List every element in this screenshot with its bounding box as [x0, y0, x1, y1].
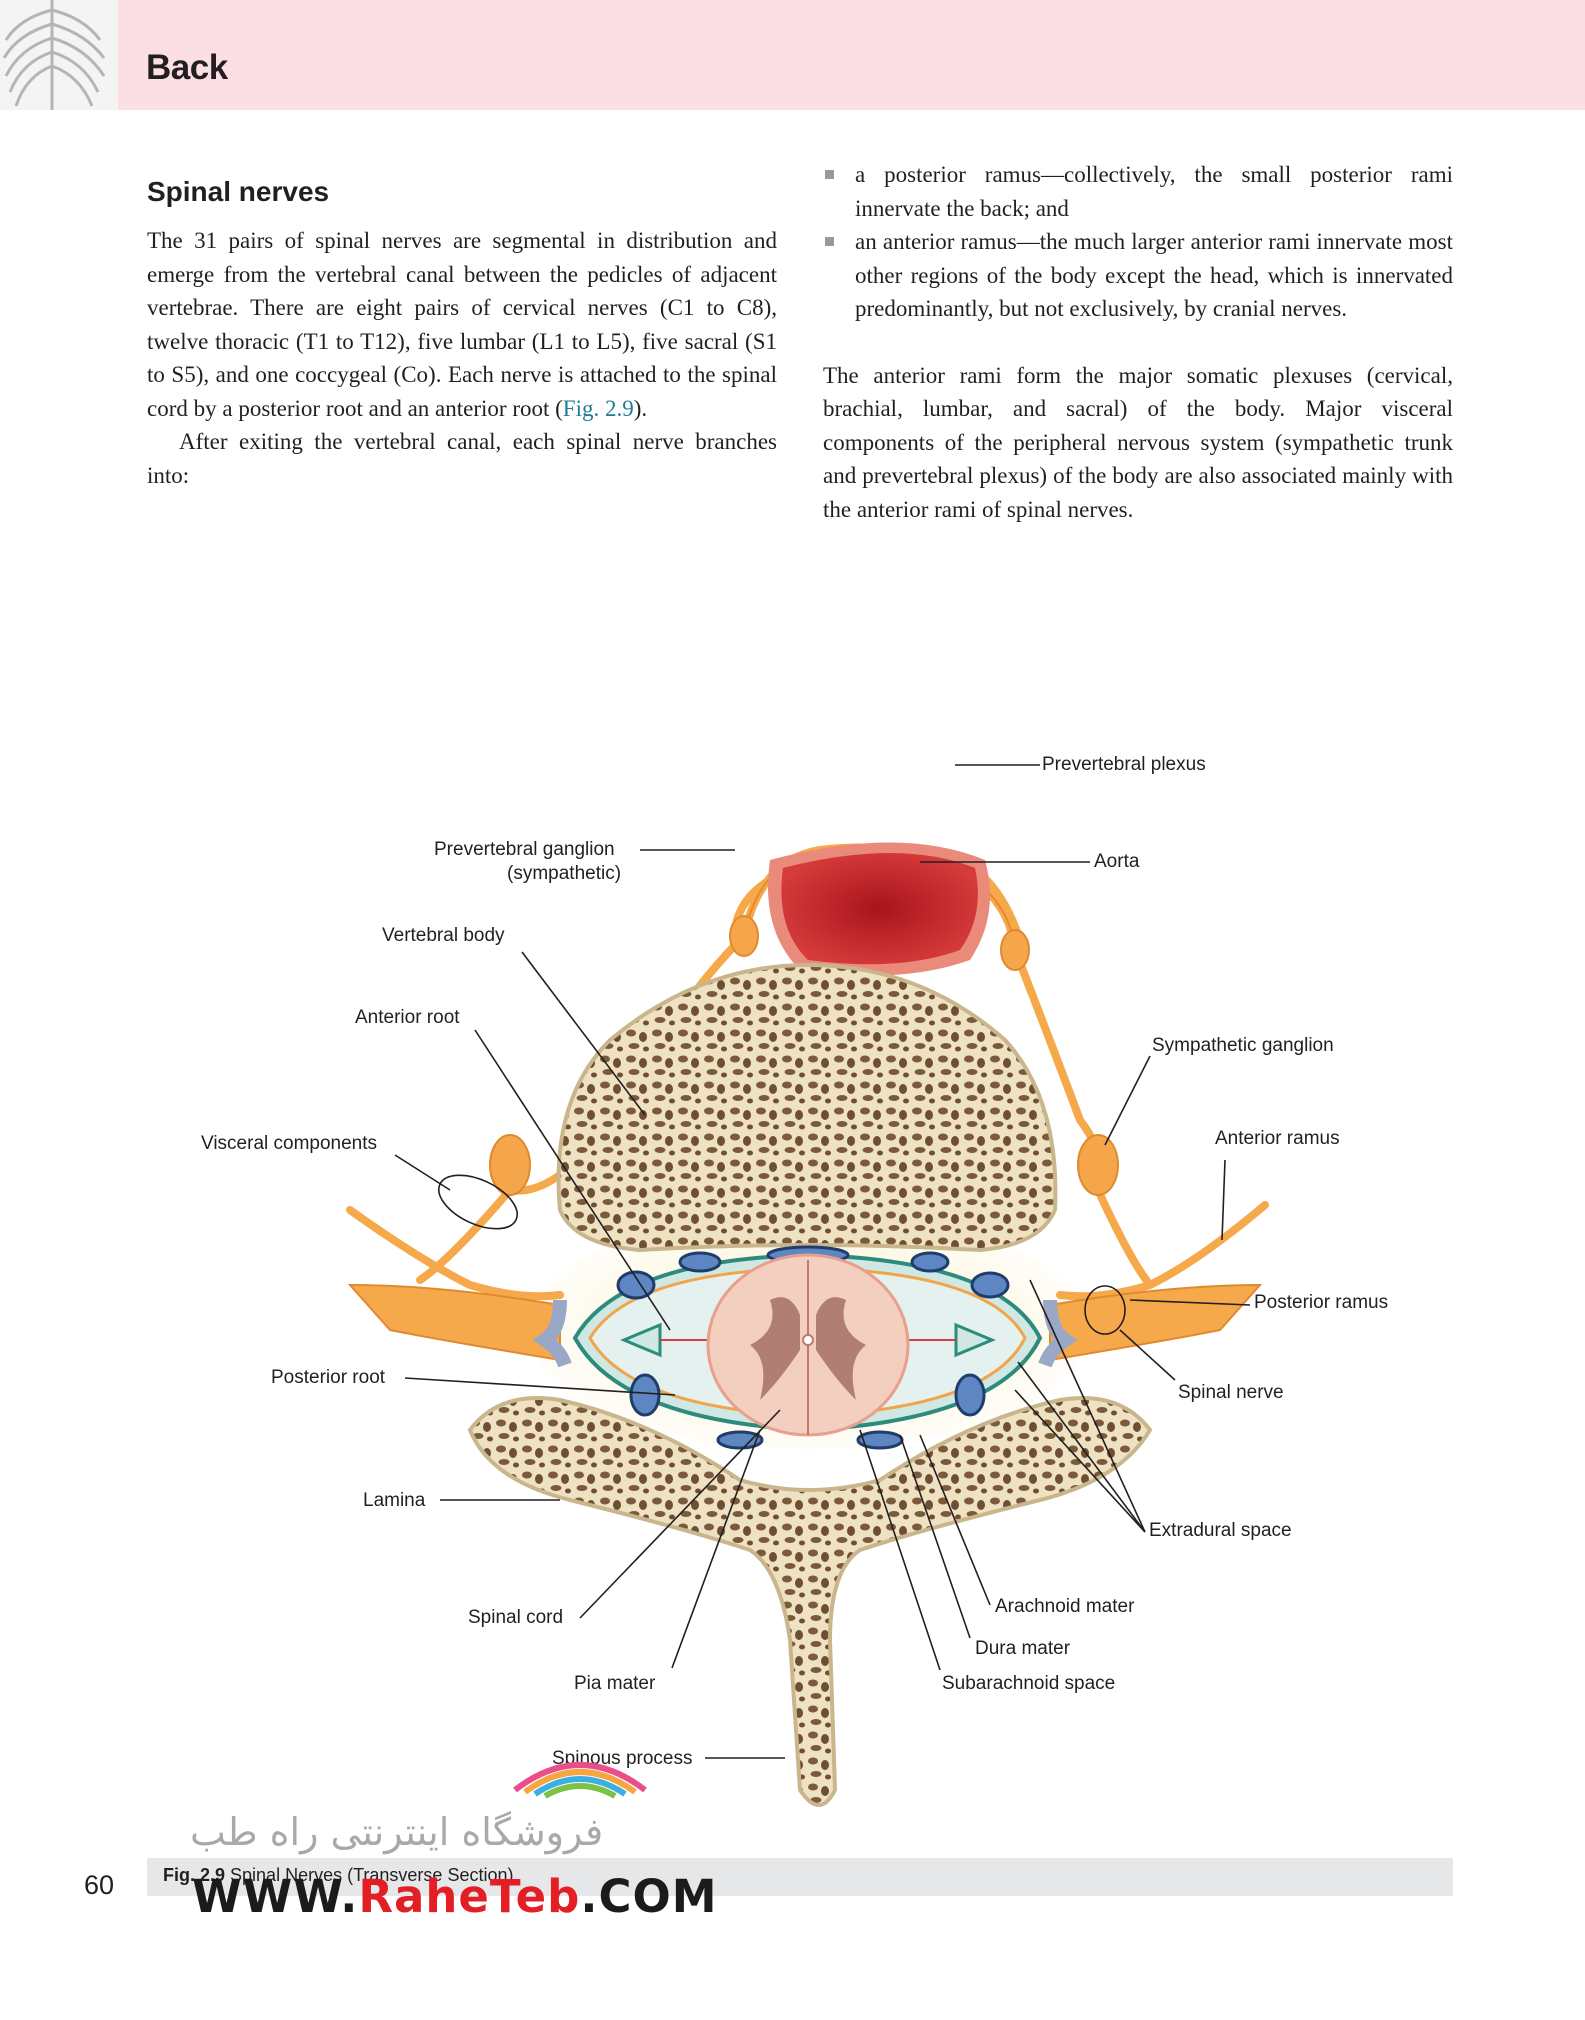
paragraph: The 31 pairs of spinal nerves are segmen…	[147, 224, 777, 425]
bullet-square-icon	[825, 170, 834, 179]
right-text-column: a posterior ramus—collectively, the smal…	[823, 158, 1453, 526]
bullet-text: an anterior ramus—the much larger anteri…	[855, 229, 1453, 321]
bullet-item: a posterior ramus—collectively, the smal…	[823, 158, 1453, 225]
paragraph-text: ).	[633, 395, 648, 421]
watermark-persian-text: فروشگاه اینترنتی راه طب	[190, 1810, 604, 1854]
label-subarachnoid-space: Subarachnoid space	[942, 1673, 1116, 1694]
label-anterior-root: Anterior root	[355, 1007, 460, 1028]
bullet-text: a posterior ramus—collectively, the smal…	[855, 162, 1453, 221]
label-lamina: Lamina	[363, 1490, 426, 1511]
label-spinal-cord: Spinal cord	[468, 1607, 564, 1628]
label-prevertebral-plexus: Prevertebral plexus	[1042, 754, 1206, 775]
label-posterior-ramus: Posterior ramus	[1254, 1292, 1389, 1313]
figure-caption: Fig. 2.9 Spinal Nerves (Transverse Secti…	[163, 1865, 518, 1886]
label-prevertebral-ganglion-sub: (sympathetic)	[507, 863, 622, 884]
label-aorta: Aorta	[1094, 851, 1140, 872]
label-posterior-root: Posterior root	[271, 1367, 386, 1388]
label-vertebral-body: Vertebral body	[382, 925, 505, 946]
label-dura-mater: Dura mater	[975, 1638, 1071, 1659]
label-anterior-ramus: Anterior ramus	[1215, 1128, 1340, 1149]
caption-number: Fig. 2.9	[163, 1865, 226, 1885]
label-sympathetic-ganglion: Sympathetic ganglion	[1152, 1035, 1334, 1056]
label-prevertebral-ganglion: Prevertebral ganglion	[434, 839, 615, 860]
caption-text: Spinal Nerves (Transverse Section).	[230, 1865, 519, 1885]
spinal-cross-section-illustration	[346, 764, 1269, 1807]
label-arachnoid-mater: Arachnoid mater	[995, 1596, 1135, 1617]
label-spinal-nerve: Spinal nerve	[1178, 1382, 1284, 1403]
label-visceral-components: Visceral components	[201, 1133, 378, 1154]
watermark-url-prefix: WWW.	[192, 1870, 359, 1923]
left-text-column: The 31 pairs of spinal nerves are segmen…	[147, 224, 777, 492]
chapter-title: Back	[146, 48, 228, 87]
spinal-nerves-figure: Prevertebral plexus Prevertebral ganglio…	[0, 740, 1585, 1860]
section-heading: Spinal nerves	[147, 176, 330, 207]
page-number: 60	[84, 1870, 115, 1900]
paragraph: The anterior rami form the major somatic…	[823, 362, 1453, 522]
label-pia-mater: Pia mater	[574, 1673, 656, 1694]
bullet-square-icon	[825, 237, 834, 246]
figure-reference-link[interactable]: Fig. 2.9	[562, 395, 634, 421]
paragraph: After exiting the vertebral canal, each …	[147, 429, 777, 488]
chapter-header-band	[0, 0, 1585, 110]
watermark-url-suffix: .COM	[580, 1870, 718, 1923]
watermark-url-brand: RaheTeb	[358, 1870, 581, 1923]
skeleton-thumbnail	[0, 0, 118, 110]
label-extradural-space: Extradural space	[1149, 1520, 1292, 1541]
figure-caption-bar	[147, 1858, 1453, 1896]
bullet-item: an anterior ramus—the much larger anteri…	[823, 225, 1453, 326]
watermark-url: WWW.RaheTeb.COM	[192, 1870, 718, 1923]
watermark-logo-icon	[513, 1762, 647, 1799]
paragraph-text: The 31 pairs of spinal nerves are segmen…	[147, 228, 777, 421]
